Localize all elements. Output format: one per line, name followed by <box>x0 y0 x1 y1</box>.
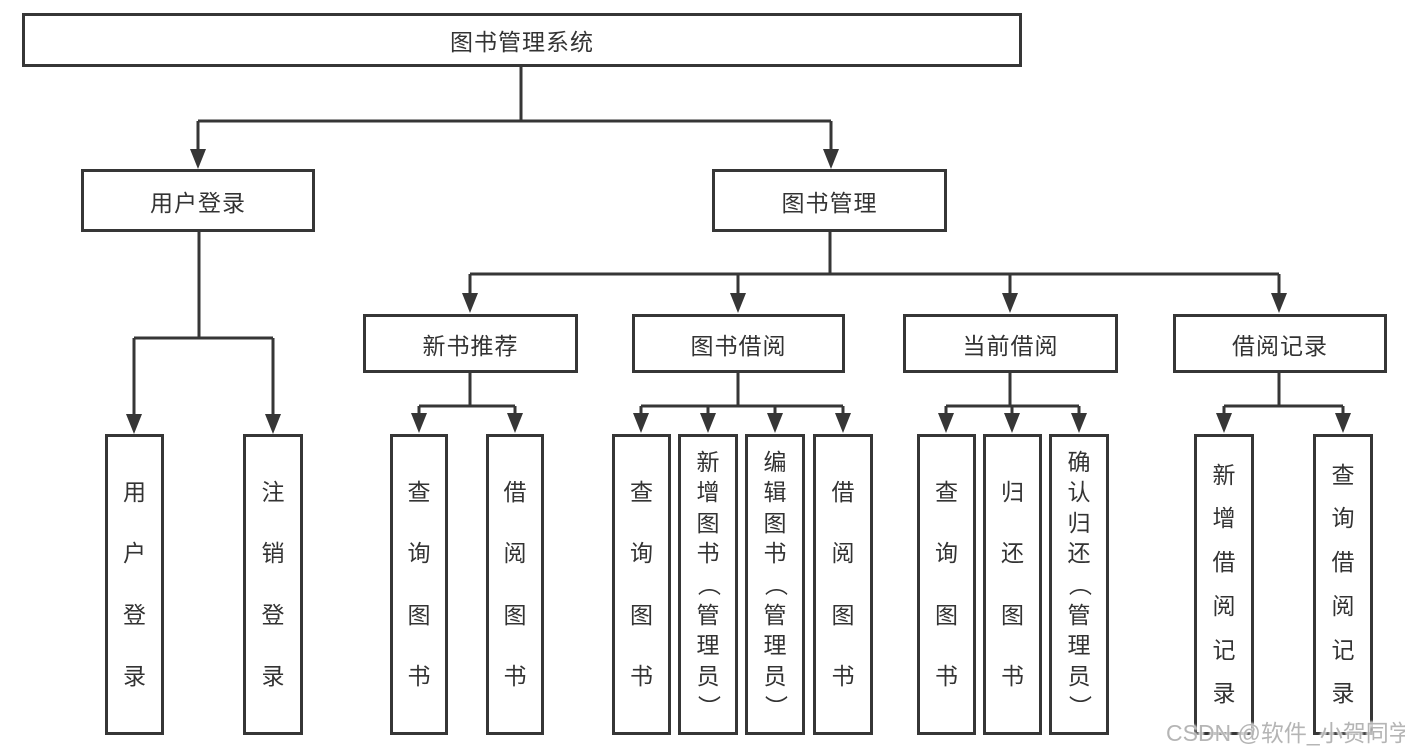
node-label: 当前借阅 <box>962 332 1059 359</box>
node-library-management-system: 图书管理系统 <box>22 13 1022 67</box>
node-label: 用户登录 <box>150 189 246 216</box>
node-label: 新书推荐 <box>422 332 519 359</box>
leaf-user-login: 用户登录 <box>105 434 164 735</box>
node-label: 借阅记录 <box>1232 332 1328 359</box>
connector-book-borrow-to-leaves <box>633 373 851 433</box>
leaf-label: 新增借阅记录 <box>1212 461 1236 707</box>
leaf-query-books-recommend: 查询图书 <box>390 434 448 735</box>
node-label: 图书管理 <box>781 189 878 216</box>
leaf-label: 确认归还（管理员） <box>1066 448 1093 719</box>
node-label: 图书借阅 <box>690 332 787 359</box>
node-new-book-recommend: 新书推荐 <box>363 314 578 373</box>
node-label: 图书管理系统 <box>450 29 594 55</box>
leaf-borrow-books-recommend: 借阅图书 <box>486 434 544 735</box>
leaf-label: 借阅图书 <box>503 479 527 689</box>
node-current-borrow: 当前借阅 <box>903 314 1118 373</box>
leaf-confirm-return-admin: 确认归还（管理员） <box>1049 434 1109 735</box>
csdn-watermark: CSDN @软件_小贺同学 <box>1166 720 1405 746</box>
node-borrow-records: 借阅记录 <box>1173 314 1387 373</box>
node-user-login: 用户登录 <box>81 169 315 232</box>
connector-root-to-level2 <box>190 67 839 169</box>
leaf-label: 查询图书 <box>630 479 653 689</box>
connector-book-management-to-level3 <box>462 232 1287 313</box>
node-book-borrow: 图书借阅 <box>632 314 845 373</box>
leaf-label: 借阅图书 <box>831 479 855 689</box>
node-book-management: 图书管理 <box>712 169 947 232</box>
leaf-label: 注销登录 <box>261 479 285 689</box>
connector-borrow-records-to-leaves <box>1216 373 1351 433</box>
leaf-label: 查询图书 <box>935 479 958 689</box>
connector-current-borrow-to-leaves <box>938 373 1087 433</box>
leaf-edit-books-admin: 编辑图书（管理员） <box>745 434 805 735</box>
leaf-add-books-admin: 新增图书（管理员） <box>678 434 738 735</box>
leaf-label: 用户登录 <box>123 479 146 689</box>
leaf-query-books-borrow: 查询图书 <box>612 434 671 735</box>
leaf-label: 查询图书 <box>407 479 431 689</box>
connector-new-book-to-leaves <box>411 373 523 433</box>
leaf-add-borrow-record: 新增借阅记录 <box>1194 434 1254 735</box>
leaf-query-borrow-record: 查询借阅记录 <box>1313 434 1373 735</box>
leaf-query-books-current: 查询图书 <box>917 434 976 735</box>
leaf-logout: 注销登录 <box>243 434 303 735</box>
leaf-label: 新增图书（管理员） <box>695 448 722 719</box>
leaf-label: 查询借阅记录 <box>1331 461 1355 707</box>
leaf-label: 编辑图书（管理员） <box>762 448 789 719</box>
leaf-return-books: 归还图书 <box>983 434 1042 735</box>
leaf-label: 归还图书 <box>1001 479 1024 689</box>
connector-user-login-to-leaves <box>126 232 281 434</box>
leaf-borrow-books: 借阅图书 <box>813 434 873 735</box>
